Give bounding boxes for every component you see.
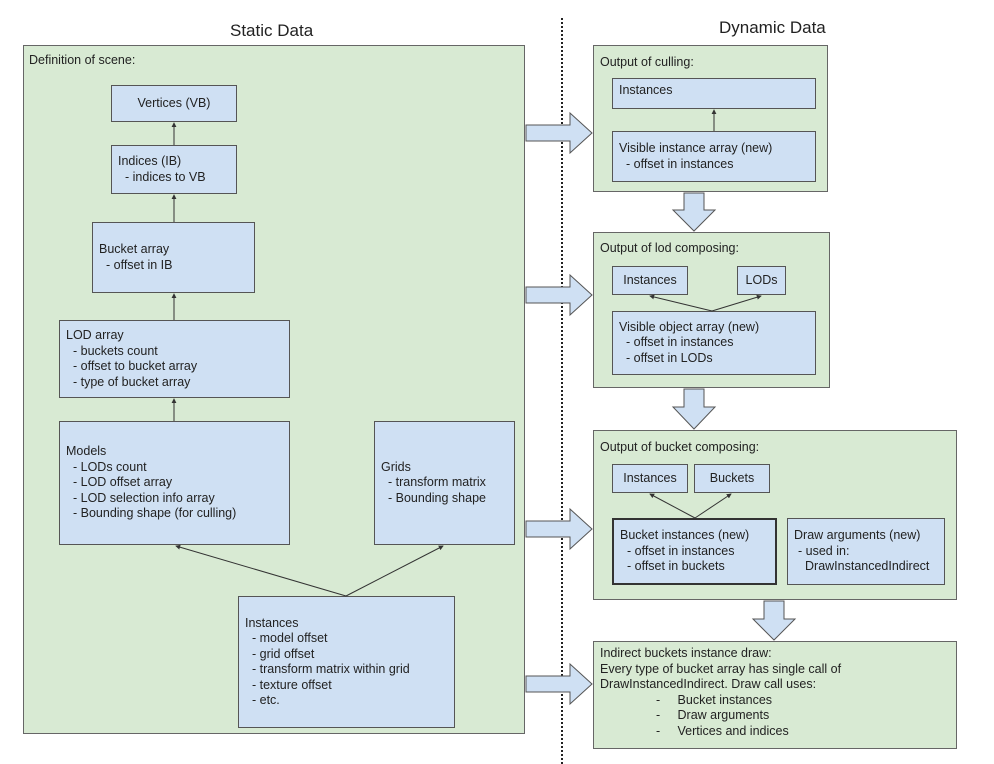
grids-detail: - Bounding shape xyxy=(388,490,486,505)
bucket-array-detail: - offset in IB xyxy=(106,257,173,272)
bucket-instances-detail: - offset in instances xyxy=(627,543,735,558)
buckets-box: Buckets xyxy=(694,464,770,493)
lod-instances-label: Instances xyxy=(623,272,677,287)
down-arrow-lod-to-bucket xyxy=(671,388,717,430)
models-title: Models xyxy=(66,444,107,459)
visible-instance-array-detail: - offset in instances xyxy=(626,156,734,171)
instances-title: Instances xyxy=(245,615,299,630)
vertices-title: Vertices (VB) xyxy=(137,95,211,110)
models-box: Models - LODs count - LOD offset array -… xyxy=(59,421,290,545)
bucket-instances-box: Bucket instances (new) - offset in insta… xyxy=(612,518,777,585)
lod-array-detail: - offset to bucket array xyxy=(73,359,198,373)
bucket-comp-instances-label: Instances xyxy=(623,470,677,485)
grids-detail: - transform matrix xyxy=(388,475,486,490)
indirect-draw-text: Every type of bucket array has single ca… xyxy=(600,661,842,676)
indirect-draw-item-text: Vertices and indices xyxy=(677,723,789,738)
indirect-draw-text: DrawInstancedIndirect. Draw call uses: xyxy=(600,677,817,691)
indirect-draw-panel: Indirect buckets instance draw: Every ty… xyxy=(593,641,957,749)
culling-instances-label: Instances xyxy=(619,83,673,97)
indirect-draw-heading: Indirect buckets instance draw: xyxy=(600,646,772,660)
bucket-composing-title: Output of bucket composing: xyxy=(600,440,760,454)
lod-instances-box: Instances xyxy=(612,266,688,295)
instances-detail: - model offset xyxy=(252,631,328,645)
draw-arguments-detail: - used in: xyxy=(798,543,850,558)
lod-composing-title: Output of lod composing: xyxy=(600,241,739,255)
lod-array-detail: - buckets count xyxy=(73,343,158,358)
indirect-draw-item-text: Bucket instances xyxy=(677,692,773,707)
bucket-array-title: Bucket array xyxy=(99,242,170,256)
indices-detail: - indices to VB xyxy=(125,169,206,184)
grids-box: Grids - transform matrix - Bounding shap… xyxy=(374,421,515,545)
flow-arrow-to-culling xyxy=(525,111,593,155)
indices-box: Indices (IB) - indices to VB xyxy=(111,145,237,194)
visible-object-array-detail: - offset in instances xyxy=(626,335,734,350)
down-arrow-bucket-to-draw xyxy=(751,600,797,641)
instances-box: Instances - model offset - grid offset -… xyxy=(238,596,455,728)
column-divider xyxy=(561,18,563,764)
scene-definition-title: Definition of scene: xyxy=(29,53,136,67)
grids-title: Grids xyxy=(381,459,411,474)
instances-detail: - transform matrix within grid xyxy=(252,662,410,676)
visible-object-array-detail: - offset in LODs xyxy=(626,350,713,365)
lod-array-detail: - type of bucket array xyxy=(73,374,191,389)
bucket-array-box: Bucket array - offset in IB xyxy=(92,222,255,293)
models-detail: - LODs count xyxy=(73,459,147,474)
flow-arrow-to-lod xyxy=(525,273,593,317)
buckets-label: Buckets xyxy=(709,470,755,485)
down-arrow-culling-to-lod xyxy=(671,192,717,232)
flow-arrow-to-draw xyxy=(525,662,593,706)
vertices-box: Vertices (VB) xyxy=(111,85,237,122)
culling-title: Output of culling: xyxy=(600,55,694,69)
indirect-draw-item: - Vertices and indices xyxy=(656,723,789,738)
bucket-instances-detail: - offset in buckets xyxy=(627,559,725,574)
lod-array-box: LOD array - buckets count - offset to bu… xyxy=(59,320,290,398)
static-data-header: Static Data xyxy=(230,21,314,40)
lods-label: LODs xyxy=(745,272,778,287)
flow-arrow-to-bucket xyxy=(525,507,593,551)
culling-instances-box: Instances xyxy=(612,78,816,109)
models-detail: - LOD offset array xyxy=(73,475,173,490)
bucket-instances-label-box: Instances xyxy=(612,464,688,493)
models-detail: - Bounding shape (for culling) xyxy=(73,506,237,521)
visible-instance-array-box: Visible instance array (new) - offset in… xyxy=(612,131,816,182)
lod-array-title: LOD array xyxy=(66,328,124,342)
instances-detail: - grid offset xyxy=(252,646,315,661)
bucket-instances-title: Bucket instances (new) xyxy=(620,528,750,543)
indirect-draw-item-text: Draw arguments xyxy=(677,708,770,722)
dynamic-data-header: Dynamic Data xyxy=(719,18,826,37)
visible-instance-array-title: Visible instance array (new) xyxy=(619,141,773,155)
draw-arguments-title: Draw arguments (new) xyxy=(794,528,921,543)
models-detail: - LOD selection info array xyxy=(73,490,215,505)
instances-detail: - etc. xyxy=(252,693,280,707)
visible-object-array-title: Visible object array (new) xyxy=(619,319,760,334)
visible-object-array-box: Visible object array (new) - offset in i… xyxy=(612,311,816,375)
draw-arguments-box: Draw arguments (new) - used in: DrawInst… xyxy=(787,518,945,585)
instances-detail: - texture offset xyxy=(252,677,332,692)
indirect-draw-item: - Draw arguments xyxy=(656,708,770,722)
indices-title: Indices (IB) xyxy=(118,154,182,168)
indirect-draw-item: - Bucket instances xyxy=(656,692,773,707)
lods-box: LODs xyxy=(737,266,786,295)
draw-arguments-detail: DrawInstancedIndirect xyxy=(805,559,930,574)
